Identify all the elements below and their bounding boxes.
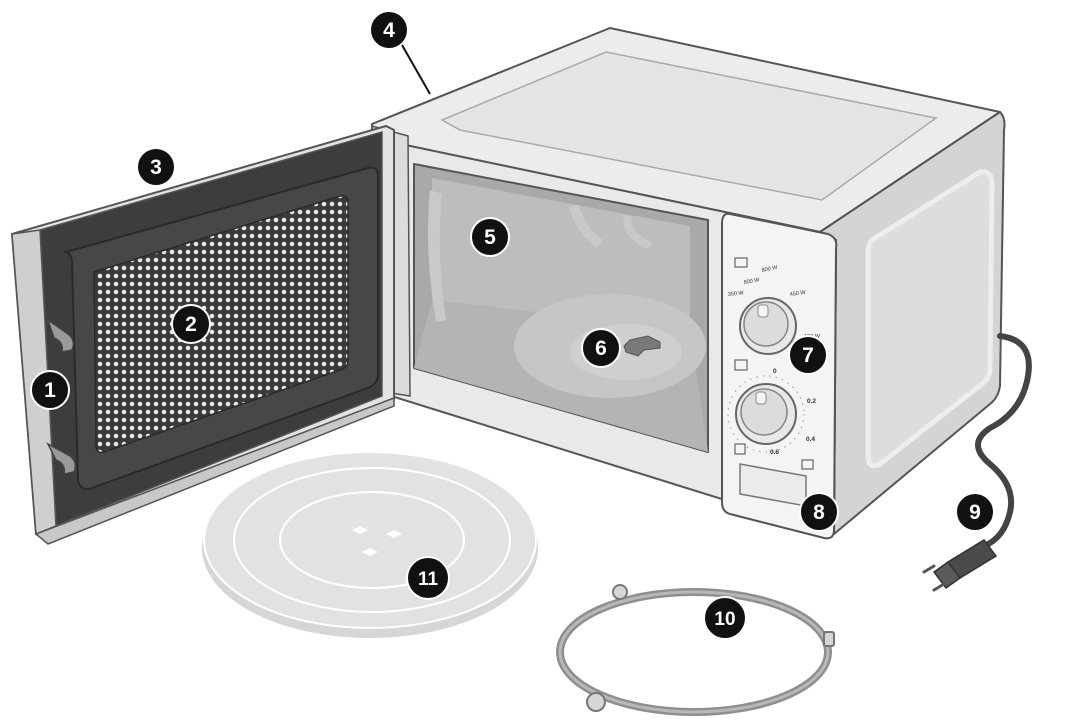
callout-label: 9	[969, 501, 981, 524]
roller-ring	[556, 584, 835, 716]
callout-cavity: 5	[470, 217, 510, 257]
cavity	[413, 163, 709, 453]
steam-icon	[801, 459, 814, 470]
callout-door-latch: 1	[30, 370, 70, 410]
power-cord	[975, 333, 1032, 549]
callout-label: 6	[595, 337, 607, 360]
callout-power-plug: 9	[955, 492, 995, 532]
timer-mode-icon	[734, 359, 748, 371]
callout-label: 8	[813, 501, 825, 524]
callout-roller-ring: 10	[703, 596, 747, 640]
turntable-coupler	[623, 335, 661, 357]
timer-dial[interactable]	[727, 375, 805, 453]
callout-power-dial: 7	[788, 335, 828, 375]
power-level-label: 450 W	[789, 290, 806, 298]
callout-turntable-coupler: 6	[581, 328, 621, 368]
callout-label: 10	[714, 609, 735, 630]
callout-label: 7	[802, 344, 814, 367]
timer-mark-label: 0.6	[770, 449, 779, 456]
callout-glass-turntable: 11	[406, 556, 450, 600]
glass-turntable	[202, 451, 538, 638]
timer-mark-label: 0.2	[807, 398, 816, 405]
power-level-label: 800 W	[761, 265, 779, 274]
callout-label: 5	[484, 226, 496, 249]
door-latch	[46, 318, 77, 475]
callout-label: 3	[150, 156, 162, 179]
housing-leader-line	[397, 37, 431, 95]
timer-mark-label: 0	[773, 368, 777, 375]
control-panel	[721, 212, 838, 540]
callout-label: 11	[418, 569, 439, 590]
power-level-label: 350 W	[728, 290, 745, 298]
defrost-icon	[734, 443, 746, 455]
timer-mark-label: 0.4	[806, 436, 815, 443]
callout-markers: 1 2 3 4 5 6 7 8 9 10 11	[30, 10, 995, 640]
callout-label: 1	[44, 379, 56, 402]
callout-timer-dial: 8	[799, 492, 839, 532]
callout-housing: 4	[369, 10, 409, 50]
callout-door-window: 2	[171, 304, 211, 344]
callout-label: 4	[383, 19, 395, 42]
grill-icon	[734, 257, 748, 268]
power-dial[interactable]	[739, 297, 797, 355]
power-plug	[922, 539, 998, 592]
callout-door: 3	[136, 147, 176, 187]
timer-mark-labels: 0 0.2 0.4 0.6	[770, 368, 816, 456]
power-level-label: 600 W	[743, 277, 760, 286]
callout-label: 2	[185, 313, 197, 336]
